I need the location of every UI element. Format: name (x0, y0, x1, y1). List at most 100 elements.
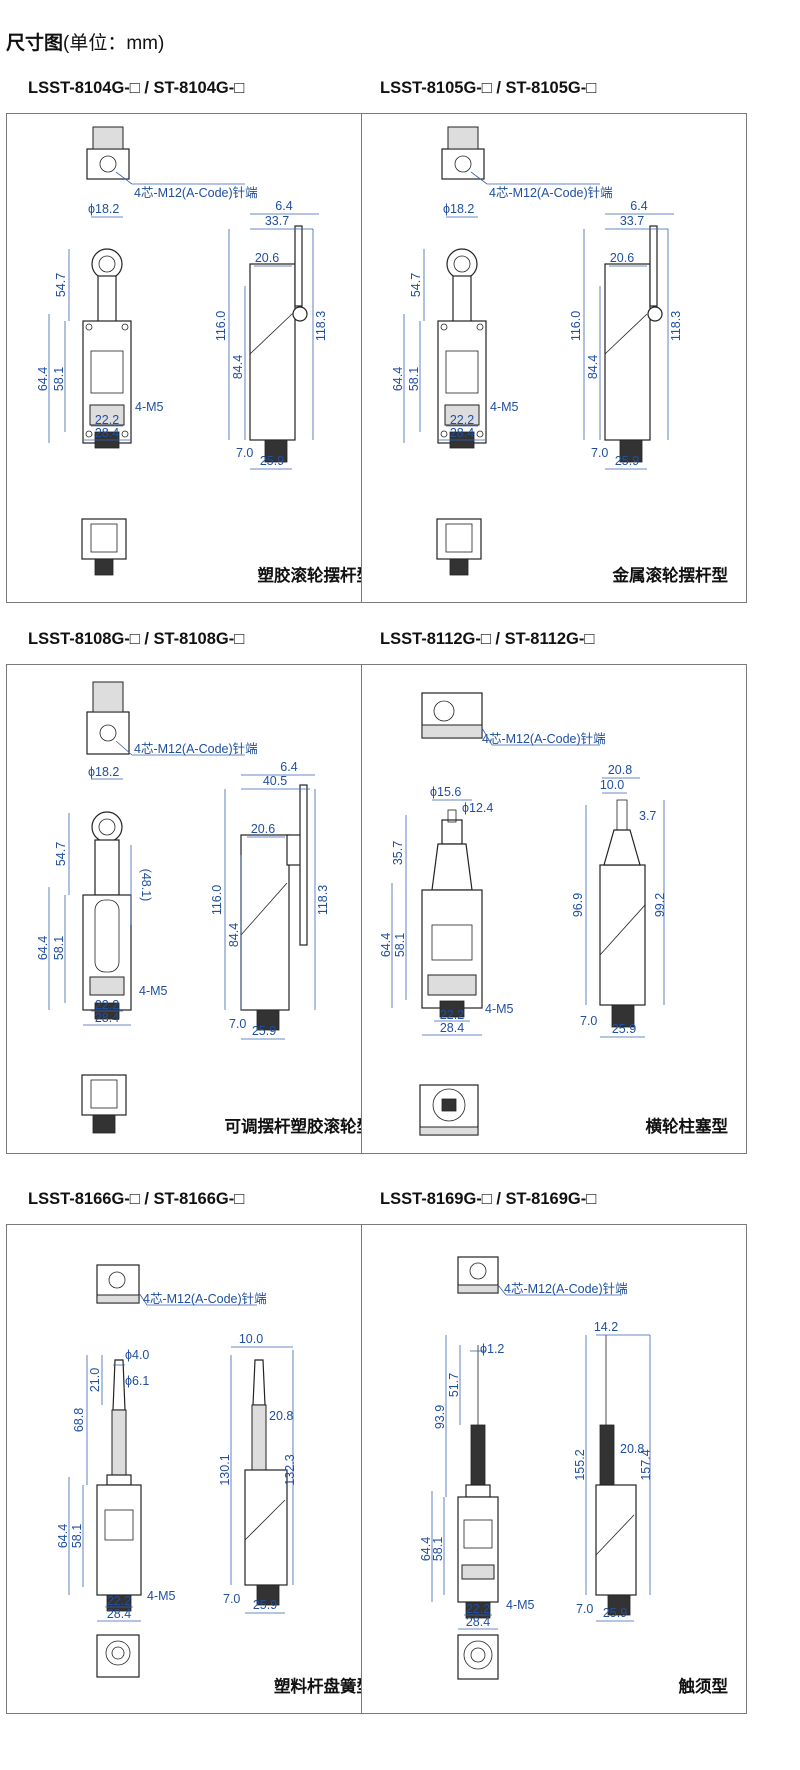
svg-text:22.2: 22.2 (440, 1008, 464, 1022)
model-title: LSST-8112G-□ / ST-8112G-□ (380, 630, 595, 648)
bottom-view (81, 518, 127, 560)
bottom-view (96, 1634, 140, 1678)
svg-text:28.4: 28.4 (466, 1615, 490, 1629)
svg-text:93.9: 93.9 (433, 1405, 447, 1429)
model-title: LSST-8108G-□ / ST-8108G-□ (28, 630, 245, 648)
top-view (441, 148, 485, 180)
svg-text:84.4: 84.4 (586, 355, 600, 379)
svg-text:58.1: 58.1 (70, 1524, 84, 1548)
svg-text:157.4: 157.4 (639, 1449, 653, 1480)
svg-text:22.2: 22.2 (95, 413, 119, 427)
svg-text:(48.1): (48.1) (139, 869, 153, 902)
svg-text:130.1: 130.1 (218, 1454, 232, 1485)
svg-text:6.4: 6.4 (275, 199, 292, 213)
drawing-panel: 4芯-M12(A-Code)针端 ϕ18.2 54.7 64.4 58.1 4-… (361, 113, 747, 603)
svg-text:116.0: 116.0 (210, 885, 224, 915)
svg-text:96.9: 96.9 (571, 893, 585, 917)
switch-body-front (96, 1484, 142, 1596)
svg-text:28.4: 28.4 (95, 426, 119, 440)
drawing-panel: 4芯-M12(A-Code)针端 ϕ18.2 54.7 64.4 58.1 4-… (6, 113, 392, 603)
svg-text:84.4: 84.4 (227, 923, 241, 947)
svg-text:4-M5: 4-M5 (490, 400, 519, 414)
bottom-view (436, 518, 482, 560)
svg-text:6.4: 6.4 (280, 760, 297, 774)
svg-text:20.6: 20.6 (251, 822, 275, 836)
connector-label: 4芯-M12(A-Code)针端 (489, 185, 613, 200)
svg-text:21.0: 21.0 (88, 1368, 102, 1392)
svg-text:54.7: 54.7 (54, 273, 68, 297)
connector-label: 4芯-M12(A-Code)针端 (482, 731, 606, 746)
svg-text:116.0: 116.0 (214, 311, 228, 341)
plunger (441, 819, 463, 845)
switch-type-label: 横轮柱塞型 (645, 1118, 729, 1136)
svg-text:ϕ1.2: ϕ1.2 (480, 1342, 504, 1356)
svg-text:7.0: 7.0 (229, 1017, 246, 1031)
svg-text:ϕ12.4: ϕ12.4 (462, 801, 493, 815)
plastic-rod (112, 1359, 126, 1411)
svg-text:155.2: 155.2 (573, 1449, 587, 1480)
svg-text:33.7: 33.7 (265, 214, 289, 228)
switch-type-label: 可调摆杆塑胶滚轮型 (224, 1118, 374, 1136)
svg-text:132.3: 132.3 (283, 1454, 297, 1485)
svg-text:28.4: 28.4 (107, 1607, 131, 1621)
drawing-panel: 4芯-M12(A-Code)针端 ϕ15.6 ϕ12.4 35.7 64.4 5… (361, 664, 747, 1154)
svg-text:54.7: 54.7 (54, 842, 68, 866)
svg-text:4-M5: 4-M5 (139, 984, 168, 998)
switch-body-side (240, 834, 290, 1011)
svg-text:25.9: 25.9 (260, 454, 284, 468)
dimension-drawing: 4芯-M12(A-Code)针端 ϕ18.2 54.7 64.4 58.1 4-… (36, 126, 328, 576)
svg-text:64.4: 64.4 (419, 1537, 433, 1561)
dimension-drawing: 4芯-M12(A-Code)针端 ϕ18.2 54.7 64.4 58.1 4-… (391, 126, 683, 576)
svg-text:22.2: 22.2 (95, 998, 119, 1012)
roller (91, 811, 123, 843)
connector-label: 4芯-M12(A-Code)针端 (134, 185, 258, 200)
svg-text:ϕ18.2: ϕ18.2 (88, 202, 119, 216)
svg-text:3.7: 3.7 (639, 809, 656, 823)
spring (470, 1424, 486, 1486)
connector-label: 4芯-M12(A-Code)针端 (504, 1281, 628, 1296)
svg-text:ϕ18.2: ϕ18.2 (443, 202, 474, 216)
dimension-drawing: 4芯-M12(A-Code)针端 ϕ1.2 51.7 93.9 64.4 58.… (419, 1256, 653, 1680)
dimension-drawing: 4芯-M12(A-Code)针端 ϕ4.0 ϕ6.1 21.0 68.8 64.… (56, 1264, 297, 1678)
svg-text:20.6: 20.6 (255, 251, 279, 265)
switch-type-label: 金属滚轮摆杆型 (612, 567, 729, 585)
svg-text:64.4: 64.4 (36, 367, 50, 391)
svg-text:68.8: 68.8 (72, 1408, 86, 1432)
model-title: LSST-8105G-□ / ST-8105G-□ (380, 79, 597, 97)
svg-text:64.4: 64.4 (56, 1524, 70, 1548)
svg-text:7.0: 7.0 (576, 1602, 593, 1616)
svg-text:118.3: 118.3 (314, 311, 328, 341)
svg-text:7.0: 7.0 (580, 1014, 597, 1028)
svg-text:58.1: 58.1 (52, 936, 66, 960)
switch-type-label: 塑料杆盘簧型 (274, 1678, 373, 1696)
svg-text:64.4: 64.4 (36, 936, 50, 960)
svg-text:7.0: 7.0 (591, 446, 608, 460)
svg-text:51.7: 51.7 (447, 1373, 461, 1397)
roller (91, 248, 123, 280)
drawing-panel: 4芯-M12(A-Code)针端 ϕ1.2 51.7 93.9 64.4 58.… (361, 1224, 747, 1714)
svg-text:ϕ18.2: ϕ18.2 (88, 765, 119, 779)
svg-text:25.9: 25.9 (612, 1022, 636, 1036)
svg-text:22.2: 22.2 (450, 413, 474, 427)
page-title: 尺寸图(单位：mm) (6, 33, 165, 54)
switch-body-side (604, 263, 651, 441)
svg-text:7.0: 7.0 (223, 1592, 240, 1606)
switch-type-label: 触须型 (678, 1678, 729, 1696)
dimension-drawing: 4芯-M12(A-Code)针端 ϕ15.6 ϕ12.4 35.7 64.4 5… (379, 692, 667, 1136)
svg-text:25.9: 25.9 (603, 1606, 627, 1620)
svg-text:20.8: 20.8 (620, 1442, 644, 1456)
svg-text:116.0: 116.0 (569, 311, 583, 341)
bottom-view (457, 1634, 499, 1680)
switch-body-side (595, 1484, 637, 1596)
switch-body-side (249, 263, 296, 441)
connector-label: 4芯-M12(A-Code)针端 (143, 1291, 267, 1306)
svg-text:54.7: 54.7 (409, 273, 423, 297)
svg-text:25.9: 25.9 (252, 1024, 276, 1038)
top-view (86, 711, 130, 755)
drawing-panel: 4芯-M12(A-Code)针端 ϕ18.2 54.7 64.4 58.1 (4… (6, 664, 392, 1154)
roller (446, 248, 478, 280)
switch-body-front (457, 1496, 499, 1603)
svg-text:99.2: 99.2 (653, 893, 667, 917)
switch-body-side (599, 864, 646, 1006)
svg-text:10.0: 10.0 (600, 778, 624, 792)
